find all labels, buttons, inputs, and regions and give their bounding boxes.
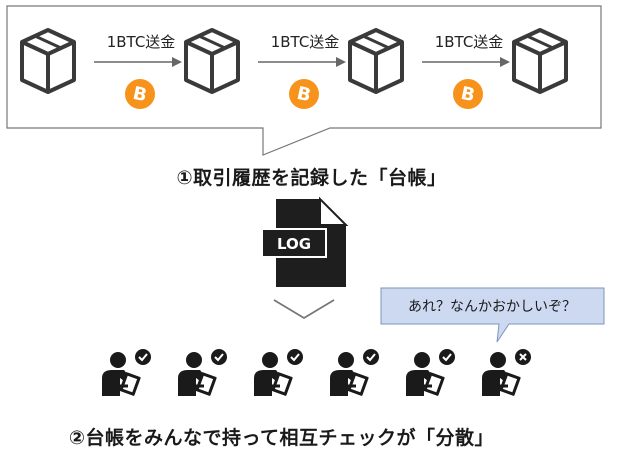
person-with-tablet-icon	[404, 350, 447, 398]
block-box-icon-2	[184, 28, 240, 94]
block-box-icon-3	[348, 28, 404, 94]
log-label: LOG	[277, 235, 311, 253]
chevron-down-icon	[273, 299, 335, 320]
check-badge-icon	[287, 349, 303, 365]
person-with-tablet-icon	[328, 350, 371, 398]
bitcoin-icon-3	[453, 79, 483, 109]
person-with-tablet-icon	[176, 350, 219, 398]
participant-3	[252, 349, 303, 398]
speech-bubble-text: あれ？なんかおかしいぞ？	[408, 299, 576, 315]
block-box-icon-1	[20, 28, 76, 94]
ledger-caption: ①取引履歴を記録した「台帳」	[176, 167, 447, 189]
check-badge-icon	[363, 349, 379, 365]
participant-2	[176, 349, 227, 398]
block-box-icon-4	[512, 28, 568, 94]
check-badge-icon	[135, 349, 151, 365]
cross-badge-icon	[515, 349, 531, 365]
participant-1	[100, 349, 151, 398]
person-with-tablet-icon	[480, 350, 523, 398]
transfer-label-1: 1BTC送金	[107, 33, 176, 51]
participant-4	[328, 349, 379, 398]
document-icon: LOG	[261, 196, 349, 287]
person-with-tablet-icon	[252, 350, 295, 398]
check-badge-icon	[211, 349, 227, 365]
bitcoin-icon-2	[289, 79, 319, 109]
person-with-tablet-icon	[100, 350, 143, 398]
participant-5	[404, 349, 455, 398]
check-badge-icon	[439, 349, 455, 365]
speech-bubble: あれ？なんかおかしいぞ？	[380, 287, 605, 343]
participant-6	[480, 349, 531, 398]
bitcoin-icon-1	[125, 79, 155, 109]
transfer-label-2: 1BTC送金	[271, 33, 340, 51]
distributed-caption: ②台帳をみんなで持って相互チェックが「分散」	[68, 427, 495, 449]
transfer-label-3: 1BTC送金	[435, 33, 504, 51]
